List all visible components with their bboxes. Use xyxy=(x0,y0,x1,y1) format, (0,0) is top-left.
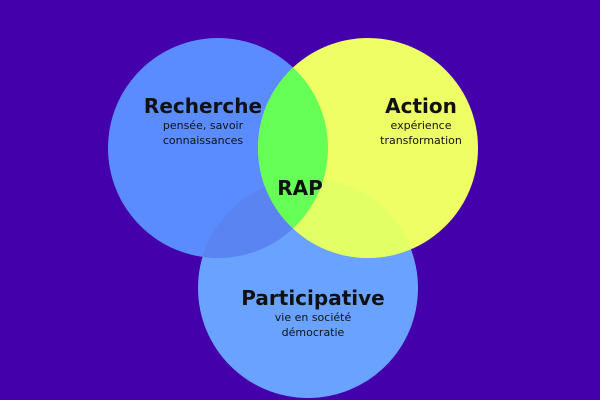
participative-title: Participative xyxy=(241,286,385,310)
center-title: RAP xyxy=(277,176,323,200)
recherche-label: Recherche pensée, savoir connaissances xyxy=(128,94,278,148)
recherche-action-overlap xyxy=(258,38,328,258)
participative-line-2: démocratie xyxy=(281,326,345,339)
recherche-line-2: connaissances xyxy=(162,134,244,147)
center-label: RAP xyxy=(270,176,330,200)
action-title: Action xyxy=(385,94,457,118)
action-line-2: transformation xyxy=(380,134,462,147)
action-line-1: expérience xyxy=(390,119,452,132)
participative-line-1: vie en société xyxy=(274,311,352,324)
participative-label: Participative vie en société démocratie xyxy=(228,286,398,340)
recherche-title: Recherche xyxy=(143,94,263,118)
recherche-line-1: pensée, savoir xyxy=(162,119,244,132)
action-label: Action expérience transformation xyxy=(346,94,496,148)
